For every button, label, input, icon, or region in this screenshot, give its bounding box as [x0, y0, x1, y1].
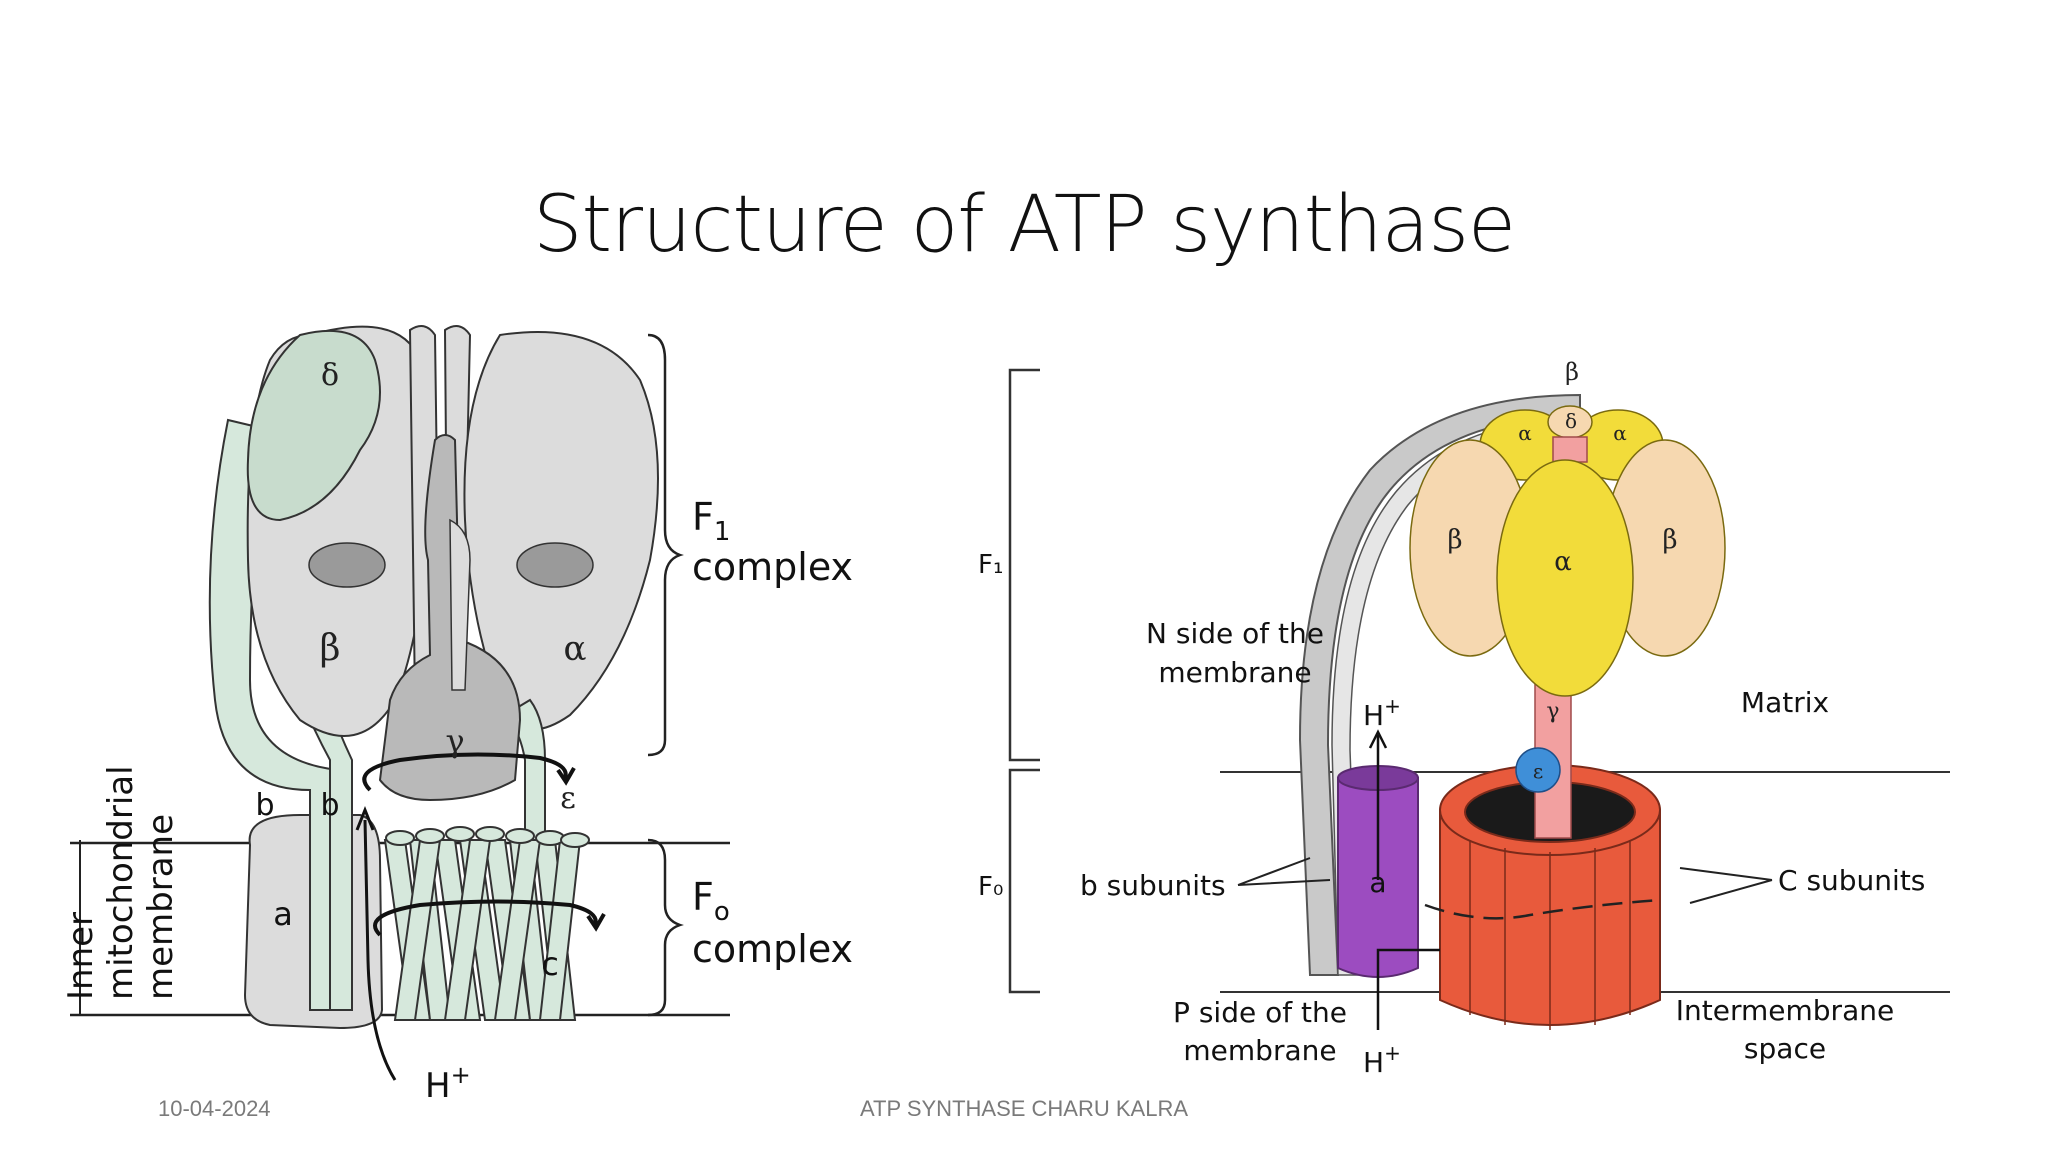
- label-f1: F1: [692, 495, 730, 547]
- label-b-outer: b: [255, 788, 274, 823]
- delta-subunit: [246, 329, 381, 522]
- label-beta-top: β: [1565, 358, 1579, 386]
- label-matrix: Matrix: [1741, 686, 1829, 719]
- alpha-subunit: [463, 331, 659, 731]
- label-proton: H+: [425, 1061, 471, 1106]
- f1-bracket: [1008, 368, 1040, 762]
- label-gamma: γ: [1546, 699, 1559, 724]
- label-beta-right: β: [1662, 525, 1677, 555]
- label-b-subunits: b subunits: [1080, 869, 1226, 902]
- label-intermembrane-1: Intermembrane: [1676, 994, 1894, 1027]
- footer-text: ATP SYNTHASE CHARU KALRA: [859, 1096, 1189, 1121]
- label-alpha-left: α: [1518, 421, 1532, 445]
- fo-bracket: [647, 838, 684, 1017]
- stalk-top: [1552, 436, 1588, 463]
- label-p-side-1: P side of the: [1173, 996, 1347, 1029]
- f1-bracket: [647, 333, 684, 757]
- svg-text:Inner: Inner: [61, 912, 101, 1000]
- label-n-side-2: membrane: [1158, 656, 1311, 689]
- f0-bracket: [1008, 768, 1040, 994]
- label-fo-complex: complex: [692, 927, 853, 971]
- proton-path: [363, 819, 397, 1081]
- epsilon-subunit: [1515, 747, 1561, 793]
- label-epsilon: ε: [560, 781, 576, 816]
- svg-text:membrane: membrane: [141, 814, 181, 1000]
- label-alpha: α: [564, 629, 587, 669]
- rotation-arrow-f1: [362, 752, 568, 792]
- label-alpha-center: α: [1554, 547, 1572, 577]
- proton-out-arrowhead: [1368, 729, 1388, 749]
- label-proton-top: H+: [1363, 694, 1401, 732]
- svg-text:mitochondrial: mitochondrial: [101, 765, 141, 1000]
- right-atp-synthase-diagram: β α δ α β α β γ ε F₁ F₀ N side of the me…: [978, 358, 1950, 1079]
- footer-date: 10-04-2024: [158, 1096, 271, 1121]
- alpha-binding-site: [516, 542, 594, 588]
- label-c: c: [541, 945, 559, 983]
- label-delta: δ: [321, 358, 339, 393]
- label-f0: F₀: [978, 872, 1003, 902]
- peripheral-stalk-outer: [1298, 393, 1581, 976]
- label-n-side-1: N side of the: [1146, 617, 1324, 650]
- b-subunits-pointer: [1237, 857, 1331, 886]
- proton-in-arrow: [1376, 948, 1440, 1030]
- label-a: a: [1369, 866, 1386, 899]
- rotation-arrow-fo: [373, 899, 598, 937]
- membrane-label: Inner mitochondrial membrane: [61, 765, 181, 1000]
- label-intermembrane-2: space: [1744, 1032, 1826, 1065]
- label-fo: Fo: [692, 875, 730, 927]
- label-delta: δ: [1565, 409, 1577, 433]
- rotation-arrow-fo-head: [586, 913, 606, 932]
- proton-path-arrowhead: [355, 805, 375, 831]
- label-c-subunits: C subunits: [1778, 864, 1925, 897]
- c-subunits-pointer: [1679, 867, 1773, 904]
- slide-title: Structure of ATP synthase: [532, 180, 1516, 270]
- label-gamma: γ: [445, 722, 464, 760]
- gamma-inner: [449, 518, 471, 691]
- label-f1: F₁: [978, 550, 1003, 580]
- label-b-inner: b: [320, 788, 339, 823]
- label-a: a: [273, 895, 293, 933]
- alpha-center: [1496, 459, 1634, 697]
- label-alpha-right: α: [1613, 421, 1627, 445]
- c-ring: [383, 826, 590, 1021]
- label-p-side-2: membrane: [1183, 1034, 1336, 1067]
- label-beta-left: β: [1447, 525, 1462, 555]
- label-beta: β: [320, 628, 341, 669]
- label-f1-complex: complex: [692, 545, 853, 589]
- label-proton-bottom: H+: [1363, 1041, 1401, 1079]
- beta-binding-site: [308, 542, 386, 588]
- label-epsilon: ε: [1533, 759, 1543, 783]
- left-atp-synthase-diagram: δ β α γ ε b b a c F1 complex Fo complex …: [61, 325, 853, 1106]
- rotation-arrow-f1-head: [556, 767, 576, 786]
- c-ring-proton-path: [1424, 898, 1661, 920]
